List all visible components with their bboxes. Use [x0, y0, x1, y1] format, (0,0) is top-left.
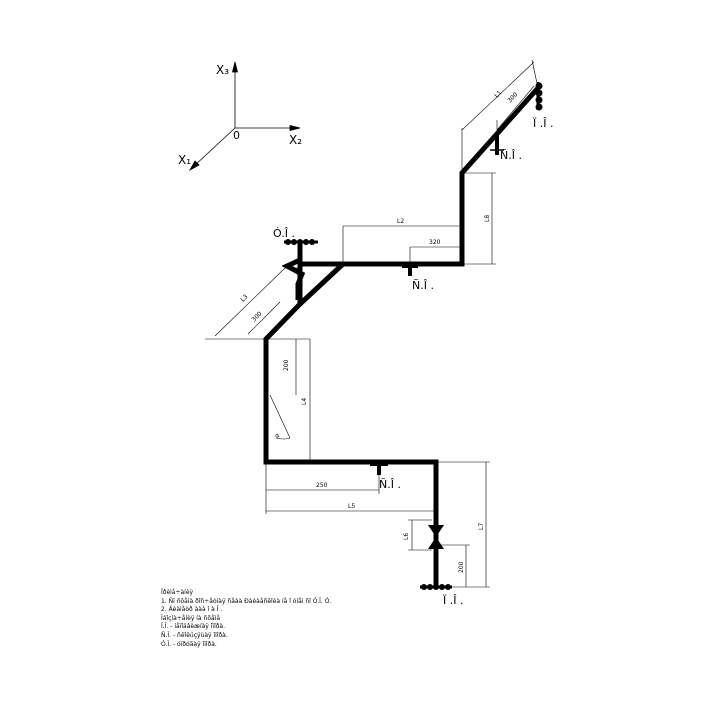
axis-origin-label: 0	[233, 129, 240, 142]
fixed-support-top	[535, 82, 543, 111]
dim-l5: L5	[348, 503, 355, 510]
note-line: 1. Ñï ñõåìà ðîñ÷åòíàÿ ñåàà Ðàèàåñêîéà íå…	[161, 597, 332, 605]
dim-l4: L4	[301, 398, 308, 405]
dim-l8: L8	[484, 215, 491, 222]
pipe-branch-upper	[298, 262, 345, 306]
legend-line: Ó.Î. - óïðóãàÿ îïîðà.	[161, 640, 217, 648]
dim-200: 200	[283, 359, 290, 371]
spring-support-label: Ó.Î .	[273, 227, 295, 240]
spring-pipe-segment	[281, 244, 306, 300]
fixed-support-bottom	[420, 584, 452, 590]
coordinate-axes	[188, 61, 301, 172]
axis-x3-label: X₃	[216, 63, 229, 77]
dim-l1: L1	[493, 89, 503, 99]
dim-320: 320	[429, 239, 441, 246]
guide-support-mid-label: Ñ.Î .	[412, 279, 434, 292]
legend-title: Îáîçíà÷åíèÿ íà ñõåìå	[161, 614, 221, 622]
axis-x1-label: X₁	[178, 153, 191, 167]
dim-200-bottom: 200	[458, 561, 465, 573]
dim-alpha: α	[274, 432, 280, 440]
legend-line: Ï.Î. - íåïîäâèæíàÿ îïîðà.	[161, 623, 226, 631]
notes-title: Ïðèìå÷àíèÿ	[161, 589, 194, 596]
guide-support-top	[490, 133, 504, 155]
guide-support-mid	[402, 264, 418, 276]
guide-support-low-label: Ñ.Î .	[379, 478, 401, 491]
valve	[428, 525, 444, 549]
axis-x3-arrow	[231, 61, 239, 73]
fixed-support-bottom-label: Ï .Î .	[443, 594, 463, 607]
dim-l2: L2	[397, 218, 404, 225]
dim-l3: L3	[239, 293, 249, 303]
dim-300-top: 300	[506, 91, 519, 104]
guide-support-low	[370, 462, 388, 475]
spring-support	[284, 239, 318, 245]
guide-support-top-label: Ñ.Î .	[500, 149, 522, 162]
dimension-lines	[205, 59, 539, 588]
dim-250: 250	[316, 482, 328, 489]
dim-l6: L6	[403, 533, 410, 540]
fixed-support-top-label: Ï .Î .	[533, 117, 553, 130]
notes-block: Ïðèìå÷àíèÿ 1. Ñï ñõåìà ðîñ÷åòíàÿ ñåàà Ðà…	[161, 589, 461, 649]
note-line: 2. Äèàìåòð ààà î à Î .	[161, 606, 223, 614]
dim-l7: L7	[478, 523, 485, 530]
axis-x1-arrow	[188, 160, 200, 172]
legend-line: Ñ.Î. - ñêîëüçÿùàÿ îïîðà.	[161, 631, 228, 639]
dim-300-mid: 300	[250, 310, 263, 323]
axis-x1-line	[192, 127, 236, 168]
axis-x2-label: X₂	[289, 133, 302, 147]
axis-x2-arrow	[289, 124, 301, 132]
